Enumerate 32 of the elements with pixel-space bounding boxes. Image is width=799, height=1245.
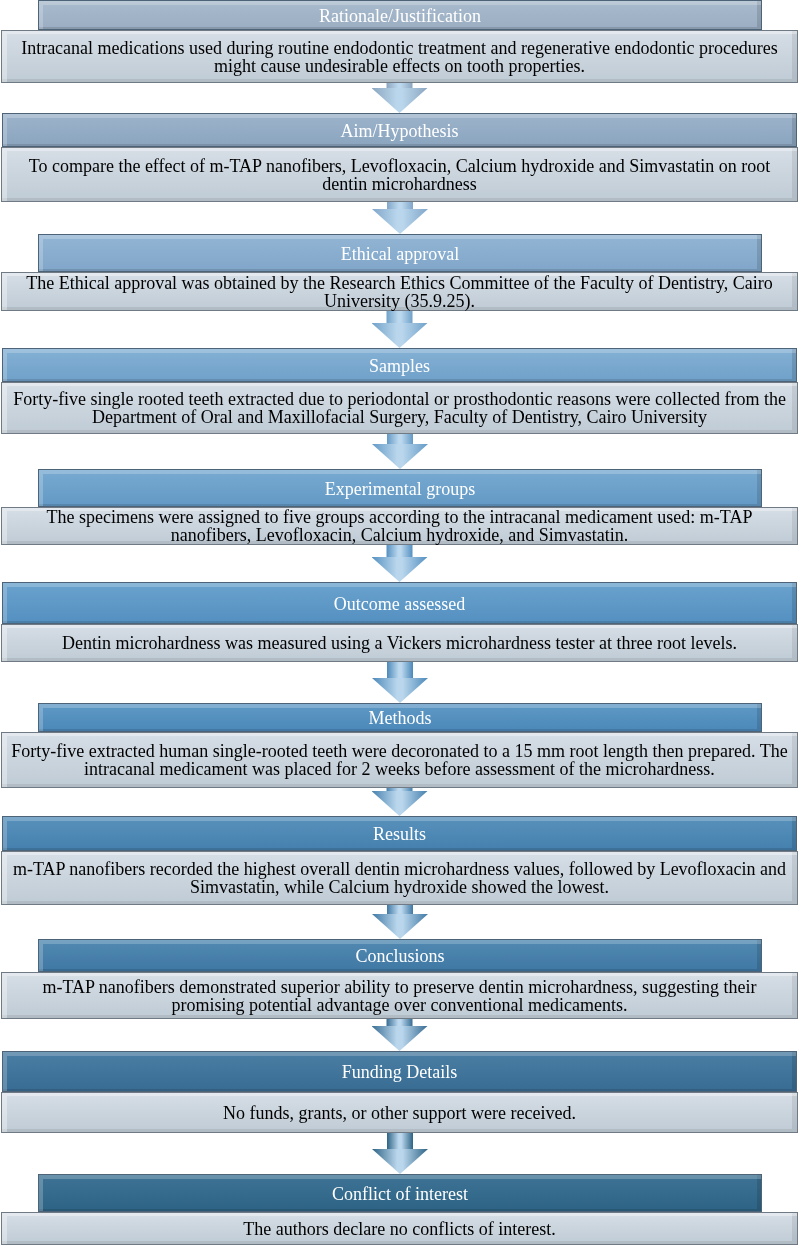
arrow xyxy=(372,1133,428,1174)
arrow xyxy=(372,905,428,939)
text-panel: Intracanal medications used during routine endodontic treatment and regenerative endodontic procedures might cause undesirable effects on tooth properties. xyxy=(1,30,798,83)
arrow xyxy=(372,202,428,234)
section-header: Methods xyxy=(38,703,762,732)
text-panel: Forty-five single rooted teeth extracted due to periodontal or prosthodontic reasons were collected from the Department of Oral and Maxillofacial Surgery, Faculty of Dentistry, Cairo University xyxy=(1,382,798,434)
text-panel: m-TAP nanofibers demonstrated superior ability to preserve dentin microhardness, suggesting their promising potential advantage over conventional medicaments. xyxy=(1,972,798,1019)
text-panel: The specimens were assigned to five groups according to the intracanal medicament used: m-TAP nanofibers, Levofloxacin, Calcium hydroxide, and Simvastatin. xyxy=(1,507,798,545)
text-panel: To compare the effect of m-TAP nanofibers, Levofloxacin, Calcium hydroxide and Simvastatin on root dentin microhardness xyxy=(1,147,798,202)
section-header: Aim/Hypothesis xyxy=(2,113,797,147)
section-header: Funding Details xyxy=(2,1051,797,1092)
section-header: Ethical approval xyxy=(38,234,762,272)
section-header: Results xyxy=(2,816,797,851)
section-header: Outcome assessed xyxy=(2,582,797,624)
section-header: Rationale/Justification xyxy=(38,0,762,30)
arrow xyxy=(371,545,428,582)
text-panel: Dentin microhardness was measured using a Vickers microhardness tester at three root levels. xyxy=(1,624,798,662)
arrow xyxy=(371,1019,428,1051)
text-panel: No funds, grants, or other support were received. xyxy=(1,1092,798,1133)
text-panel: m-TAP nanofibers recorded the highest overall dentin microhardness values, followed by Levofloxacin and Simvastatin, while Calcium hydroxide showed the lowest. xyxy=(1,851,798,905)
arrow xyxy=(371,788,428,816)
text-panel: Forty-five extracted human single-rooted teeth were decoronated to a 15 mm root length then prepared. The intracanal medicament was placed for 2 weeks before assessment of the microhardness. xyxy=(1,732,798,788)
arrow xyxy=(371,83,428,113)
section-header: Conflict of interest xyxy=(38,1174,762,1212)
text-panel: The authors declare no conflicts of interest. xyxy=(1,1212,798,1245)
section-header: Experimental groups xyxy=(38,469,762,507)
arrow xyxy=(372,662,428,703)
section-header: Samples xyxy=(2,348,797,382)
arrow xyxy=(371,311,428,348)
text-panel: The Ethical approval was obtained by the Research Ethics Committee of the Faculty of Dentistry, Cairo University (35.9.25). xyxy=(1,272,798,311)
section-header: Conclusions xyxy=(38,939,762,972)
arrow xyxy=(372,434,428,469)
